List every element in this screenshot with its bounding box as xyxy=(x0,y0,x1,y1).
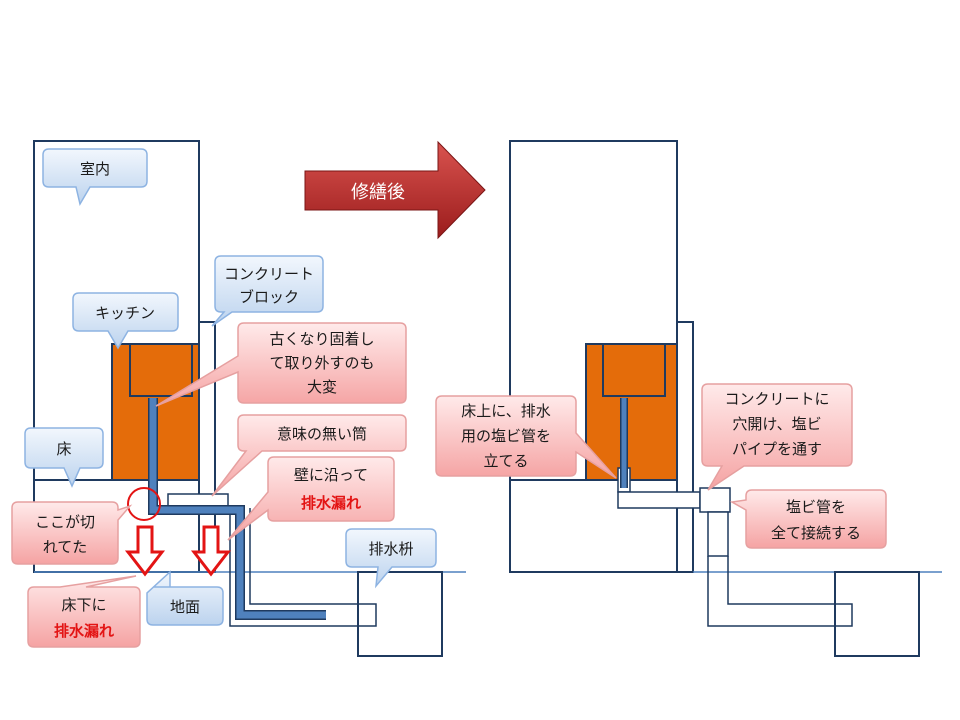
svg-text:地面: 地面 xyxy=(170,598,200,616)
svg-text:排水漏れ: 排水漏れ xyxy=(301,494,361,512)
pvc-pipe-elbow xyxy=(699,487,731,513)
callout-wall-leak: 壁に沿って 排水漏れ xyxy=(227,456,395,541)
callout-drill-concrete: コンクリートに 穴開け、塩ビ パイプを通す xyxy=(701,383,853,491)
svg-text:コンクリートに: コンクリートに xyxy=(724,390,829,408)
svg-text:排水漏れ: 排水漏れ xyxy=(54,622,114,640)
concrete-block-wall-after xyxy=(676,321,694,573)
svg-text:穴開け、塩ビ: 穴開け、塩ビ xyxy=(732,415,821,433)
callout-stuck: 古くなり固着し て取り外すのも 大変 xyxy=(155,322,407,407)
arrow-label: 修繕後 xyxy=(351,182,405,203)
callout-underfloor-leak: 床下に 排水漏れ xyxy=(27,575,141,648)
pvc-pipe-vertical xyxy=(707,511,729,557)
before-diagram xyxy=(33,140,466,657)
svg-text:壁に沿って: 壁に沿って xyxy=(294,466,368,484)
svg-text:ブロック: ブロック xyxy=(239,288,299,306)
svg-text:大変: 大変 xyxy=(307,378,337,396)
svg-text:れてた: れてた xyxy=(43,538,88,556)
underground-drain-outline xyxy=(229,508,377,627)
underground-drain-after xyxy=(707,556,853,627)
callout-drain-box: 排水枡 xyxy=(345,528,437,589)
callout-floor: 床 xyxy=(24,427,104,488)
pvc-pipe-through-wall xyxy=(617,491,701,509)
svg-text:全て接続する: 全て接続する xyxy=(771,524,861,542)
kitchen-sink-after xyxy=(602,343,666,397)
cut-point-marker xyxy=(127,487,161,521)
kitchen-drain-pipe-fill xyxy=(149,398,326,619)
svg-text:床: 床 xyxy=(56,440,71,458)
svg-text:古くなり固着し: 古くなり固着し xyxy=(269,330,374,348)
callout-useless-tube: 意味の無い筒 xyxy=(211,414,407,497)
svg-text:て取り外すのも: て取り外すのも xyxy=(269,354,374,372)
callout-cut-here: ここが切 れてた xyxy=(11,501,133,565)
leak-arrow-underfloor xyxy=(124,525,166,577)
svg-text:床下に: 床下に xyxy=(61,596,106,614)
svg-text:コンクリート: コンクリート xyxy=(224,265,314,283)
after-diagram xyxy=(509,140,942,657)
svg-text:用の塩ビ管を: 用の塩ビ管を xyxy=(461,427,551,445)
svg-text:塩ビ管を: 塩ビ管を xyxy=(786,498,846,516)
callout-indoor: 室内 xyxy=(42,148,148,206)
repair-arrow-shape xyxy=(304,140,486,240)
callout-pipe-above-floor: 床上に、排水 用の塩ビ管を 立てる xyxy=(435,395,617,479)
svg-text:ここが切: ここが切 xyxy=(35,513,95,531)
kitchen-sink xyxy=(129,343,193,397)
callout-kitchen: キッチン xyxy=(72,292,179,350)
leak-arrow-wall xyxy=(190,525,232,577)
svg-text:排水枡: 排水枡 xyxy=(368,540,413,558)
callout-ground: 地面 xyxy=(146,570,224,626)
callout-concrete-block: コンクリート ブロック xyxy=(211,255,324,327)
repair-arrow: 修繕後 xyxy=(304,140,486,240)
svg-text:意味の無い筒: 意味の無い筒 xyxy=(277,425,367,443)
svg-text:キッチン: キッチン xyxy=(95,304,155,322)
drain-box-after xyxy=(834,571,920,657)
svg-text:床上に、排水: 床上に、排水 xyxy=(461,402,551,420)
svg-text:室内: 室内 xyxy=(80,160,110,178)
svg-text:パイプを通す: パイプを通す xyxy=(732,440,822,458)
callout-connect-all: 塩ビ管を 全て接続する xyxy=(729,489,887,549)
drain-box xyxy=(357,571,443,657)
svg-text:立てる: 立てる xyxy=(483,452,528,470)
